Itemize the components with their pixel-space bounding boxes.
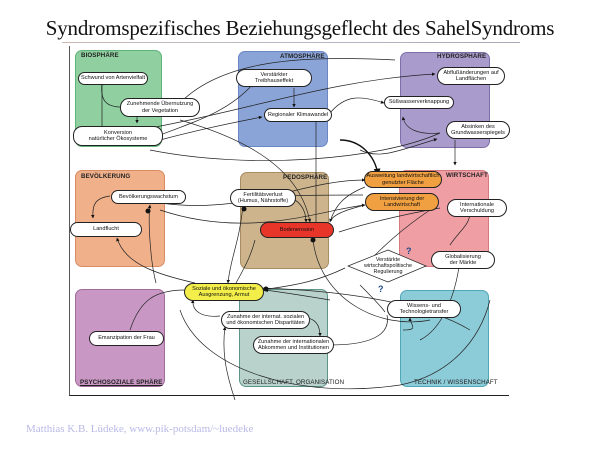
node-konversion[interactable]: Konversion natürlicher Ökosysteme xyxy=(73,126,163,146)
node-landflucht-label: Landflucht xyxy=(93,226,119,233)
node-disparitaeten-line1: Zunahme der internat. sozialen xyxy=(226,313,305,320)
node-abkommen-line2: Abkommen und Institutionen xyxy=(258,345,329,351)
node-disparitaeten[interactable]: Zunahme der internat. sozialen und ökono… xyxy=(221,311,310,329)
node-klimawandel[interactable]: Regionaler Klimawandel xyxy=(264,108,332,122)
node-abkommen[interactable]: Zunahme der internationalen Abkommen und… xyxy=(253,336,334,354)
node-treibhaus-line2: Treibhauseffekt xyxy=(254,78,294,84)
node-fertilitaet-line2: (Humus, Nährstoffe) xyxy=(237,198,289,204)
sphere-label-pedosphaere: PEDOSPHÄRE xyxy=(283,174,328,181)
node-suesswasser[interactable]: Süßwasserverknappung xyxy=(384,96,454,109)
node-armut-line2: Ausgrenzung, Armut xyxy=(198,292,250,298)
sphere-label-bevoelkerung: BEVÖLKERUNG xyxy=(81,173,131,180)
node-bodenerosion[interactable]: Bodenerosion xyxy=(260,222,334,238)
node-abfluss-line1: Abflußänderungen auf xyxy=(443,69,499,76)
node-bevoelkerungswachstum[interactable]: Bevölkerungswachstum xyxy=(111,190,186,204)
sphere-label-hydrosphaere: HYDROSPHÄRE xyxy=(437,53,487,60)
node-regulierung-line2: wirtschaftspolitische xyxy=(364,263,412,269)
node-technologietransfer[interactable]: Wissens- und Technologietransfer xyxy=(387,300,461,318)
node-artenvielfalt-label: Schwund von Artenvielfalt xyxy=(80,75,146,82)
page-title: Syndromspezifisches Beziehungsgeflecht d… xyxy=(45,16,555,40)
node-armut-line1: Soziale und ökonomische xyxy=(192,285,256,292)
node-regulierung-line3: Regulierung xyxy=(373,269,403,275)
node-grundwasser-line1: Absinken des xyxy=(461,123,495,130)
sphere-label-gesellschaft: GESELLSCHAFT, ORGANISATION xyxy=(243,379,345,386)
node-intensivierung[interactable]: Intensivierung der Landwirtschaft xyxy=(365,193,439,211)
node-abfluss[interactable]: Abflußänderungen auf Landflächen xyxy=(437,67,505,85)
node-klimawandel-label: Regionaler Klimawandel xyxy=(267,111,329,118)
sphere-pedosphaere xyxy=(240,172,329,269)
diagram-frame xyxy=(69,46,509,396)
node-konversion-line1: Konversion xyxy=(104,129,132,136)
node-technologietransfer-line2: Technologietransfer xyxy=(399,309,449,315)
node-globalisierung[interactable]: Globalisierung der Märkte xyxy=(431,251,495,269)
title-divider xyxy=(62,42,520,43)
node-regulierung[interactable]: Verstärkte wirtschaftspolitische Regulie… xyxy=(353,257,423,275)
node-suesswasser-label: Süßwasserverknappung xyxy=(388,99,450,106)
node-ausweitung[interactable]: Ausweitung landwirtschaftlich genutzter … xyxy=(364,171,442,188)
node-treibhaus-line1: Verstärkter xyxy=(260,71,288,78)
node-abkommen-line1: Zunahme der internationalen xyxy=(257,338,330,345)
node-artenvielfalt[interactable]: Schwund von Artenvielfalt xyxy=(78,72,148,85)
sphere-label-psychosoziale: PSYCHOSOZIALE SPHÄRE xyxy=(80,379,163,386)
node-technologietransfer-line1: Wissens- und xyxy=(407,302,441,309)
node-treibhaus[interactable]: Verstärkter Treibhauseffekt xyxy=(236,69,312,87)
node-emanzipation-label: Emanzipation der Frau xyxy=(98,335,155,342)
question-mark-upper: ? xyxy=(406,246,412,256)
node-uebernutzung-line1: Zunehmende Übernutzung xyxy=(126,101,194,108)
sphere-label-atmosphaere: ATMOSPHÄRE xyxy=(280,53,325,60)
sphere-atmosphaere xyxy=(238,51,328,147)
node-fertilitaet[interactable]: Fertilitätsverlust (Humus, Nährstoffe) xyxy=(230,189,296,207)
node-uebernutzung[interactable]: Zunehmende Übernutzung der Vegetation xyxy=(120,98,200,117)
node-fertilitaet-line1: Fertilitätsverlust xyxy=(243,191,283,198)
node-uebernutzung-line2: der Vegetation xyxy=(141,107,179,114)
node-landflucht[interactable]: Landflucht xyxy=(70,222,142,237)
node-globalisierung-line1: Globalisierung xyxy=(445,253,481,260)
node-bevoelkerungswachstum-label: Bevölkerungswachstum xyxy=(118,193,179,200)
node-verschuldung-line1: Internationale xyxy=(460,201,494,208)
node-grundwasser-line2: Grundwasserspiegels xyxy=(451,130,505,136)
sphere-label-biosphaere: BIOSPHÄRE xyxy=(81,52,119,59)
node-verschuldung[interactable]: Internationale Verschuldung xyxy=(447,199,507,217)
node-disparitaeten-line2: und ökonomischen Disparitäten xyxy=(226,320,305,326)
node-intensivierung-line2: Landwirtschaft xyxy=(383,202,421,208)
node-emanzipation[interactable]: Emanzipation der Frau xyxy=(89,331,164,346)
node-grundwasser[interactable]: Absinken des Grundwasserspiegels xyxy=(446,121,510,139)
question-mark-lower: ? xyxy=(378,284,384,294)
node-bodenerosion-label: Bodenerosion xyxy=(279,226,315,233)
sphere-label-wirtschaft: WIRTSCHAFT xyxy=(446,172,488,179)
node-armut[interactable]: Soziale und ökonomische Ausgrenzung, Arm… xyxy=(184,283,264,301)
node-abfluss-line2: Landflächen xyxy=(455,76,487,82)
sphere-bevoelkerung xyxy=(75,170,165,267)
node-regulierung-line1: Verstärkte xyxy=(375,257,401,263)
sphere-label-technik: TECHNIK / WISSENSCHAFT xyxy=(414,379,498,386)
node-intensivierung-line1: Intensivierung der xyxy=(379,195,425,202)
footer-credit: Matthias K.B. Lüdeke, www.pik-potsdam/~l… xyxy=(26,423,254,435)
node-verschuldung-line2: Verschuldung xyxy=(460,208,494,214)
node-ausweitung-line1: Ausweitung landwirtschaftlich xyxy=(366,173,440,180)
node-ausweitung-line2: genutzter Fläche xyxy=(382,179,424,186)
node-konversion-line2: natürlicher Ökosysteme xyxy=(88,136,148,142)
node-globalisierung-line2: der Märkte xyxy=(449,260,477,266)
